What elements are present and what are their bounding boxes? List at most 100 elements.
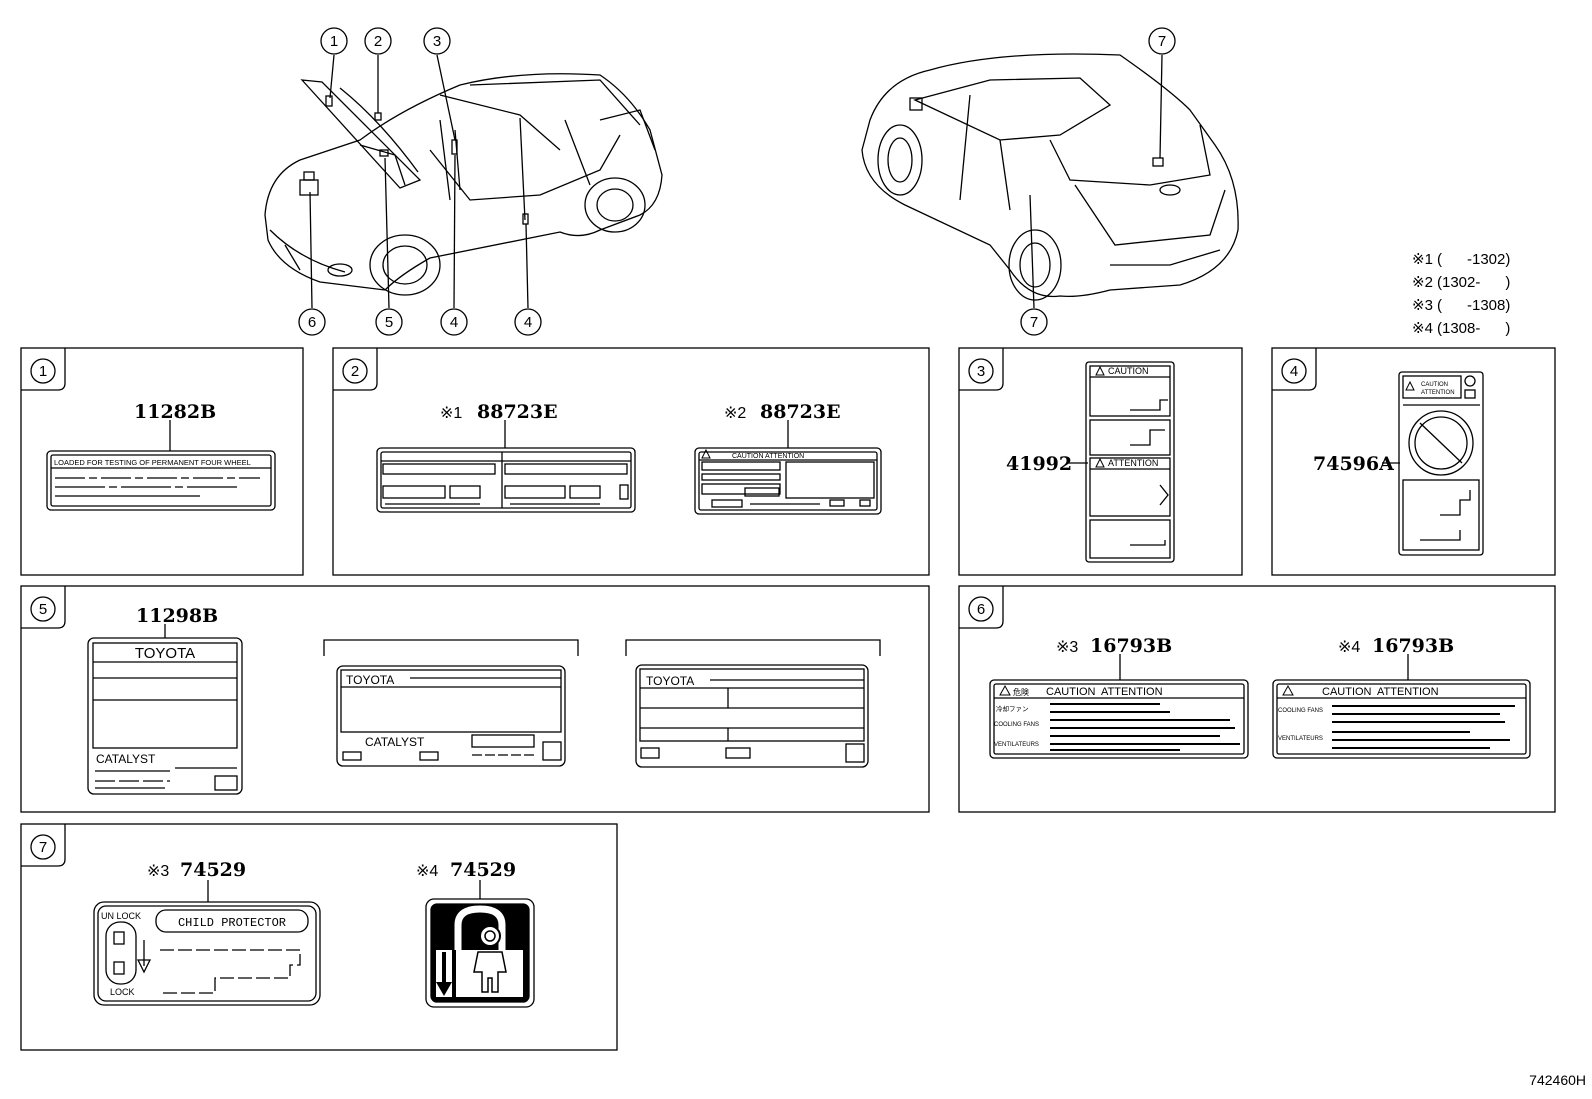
- mark-74529-b: ※4: [416, 863, 438, 880]
- panel-6-number: 6: [977, 601, 985, 618]
- panel-6-frame: [958, 585, 1556, 813]
- label-74596A-attention: ATTENTION: [1421, 390, 1455, 396]
- mark-88723E-a: ※1: [440, 405, 462, 422]
- part-74529-b: 74529: [450, 859, 516, 881]
- panel-tabs: [21, 348, 1317, 867]
- panel-2-frame: [332, 347, 930, 576]
- mark-16793B-a: ※3: [1056, 639, 1078, 656]
- label-toyota-variant-b: [323, 639, 579, 767]
- part-numbers: 11282B ※1 88723E ※2 88723E 41992 74596A …: [134, 401, 1454, 881]
- panel-7-frame: [20, 823, 618, 1051]
- date-legend: ※1 ( -1302) ※2 (1302- ) ※3 ( -1308) ※4 (…: [1412, 251, 1510, 337]
- part-11298B: 11298B: [136, 605, 218, 627]
- part-74596A: 74596A: [1313, 453, 1394, 475]
- label-74596A: [1382, 371, 1484, 556]
- label-16793B-b-fans: COOLING FANS: [1278, 708, 1323, 714]
- label-88723E-b-text: CAUTION ATTENTION: [732, 453, 804, 460]
- label-74529-child-text: CHILD PROTECTOR: [178, 916, 286, 930]
- front-car-illustration: [264, 73, 663, 296]
- label-toyota-b-catalyst: CATALYST: [365, 735, 425, 749]
- front-car-leaders: [309, 54, 529, 309]
- callout-7-bottom: 7: [1030, 314, 1038, 331]
- panel-1-number: 1: [39, 363, 47, 380]
- label-11298B-catalyst: CATALYST: [96, 752, 156, 766]
- label-41992: [1068, 361, 1175, 563]
- callout-5: 5: [385, 314, 393, 331]
- label-74529-icon: [425, 880, 535, 1008]
- part-16793B-a: 16793B: [1090, 635, 1172, 657]
- rear-car-illustration: [861, 53, 1239, 301]
- label-11282B: [46, 420, 276, 511]
- callout-4a: 4: [450, 314, 458, 331]
- top-callout-numbers: 1 2 3 7 6 5 4 4 7: [308, 33, 1166, 331]
- warning-triangle-icon: [1282, 684, 1294, 696]
- label-88723E-a: [376, 420, 636, 513]
- rear-car-leaders: [1029, 54, 1163, 309]
- callout-7-top: 7: [1158, 33, 1166, 50]
- legend-mark-1: ※1: [1412, 251, 1433, 268]
- label-74596A-caution: CAUTION: [1421, 382, 1448, 388]
- legend-mark-4: ※4: [1412, 320, 1433, 337]
- label-16793B-b-header: CAUTION ATTENTION: [1322, 686, 1439, 698]
- panel-1-frame: [20, 347, 304, 576]
- label-toyota-b-brand: TOYOTA: [346, 673, 394, 687]
- warning-triangle-icon: [1095, 365, 1105, 376]
- label-16793B-a-jp-fan: 冷却ファン: [996, 704, 1029, 713]
- top-callouts: [298, 27, 1176, 336]
- label-16793B-a-vent: VENTILATEURS: [994, 742, 1039, 748]
- legend-mark-2: ※2: [1412, 274, 1433, 291]
- panel-numbers: 1 2 3 4 5 6 7: [39, 363, 1298, 856]
- panel-7-number: 7: [39, 839, 47, 856]
- panel-4-frame: [1271, 347, 1556, 576]
- callout-6: 6: [308, 314, 316, 331]
- legend-range-4: (1308- ): [1437, 320, 1510, 337]
- legend-range-2: (1302- ): [1437, 274, 1510, 291]
- legend-range-1: ( -1302): [1437, 251, 1510, 268]
- label-74529-unlock: UN LOCK: [101, 911, 141, 921]
- panel-4-number: 4: [1290, 363, 1298, 380]
- label-toyota-c-brand: TOYOTA: [646, 674, 694, 688]
- label-74529-child-protector: [93, 880, 321, 1006]
- label-41992-attention: ATTENTION: [1108, 458, 1158, 468]
- callout-4b: 4: [524, 314, 532, 331]
- mark-88723E-b: ※2: [724, 405, 746, 422]
- panel-2-number: 2: [351, 363, 359, 380]
- callout-3: 3: [433, 33, 441, 50]
- warning-triangle-icon: [1095, 457, 1105, 468]
- part-41992: 41992: [1006, 453, 1072, 475]
- legend-range-3: ( -1308): [1437, 297, 1510, 314]
- label-16793B-a-jp: 危険: [1013, 687, 1029, 697]
- part-16793B-b: 16793B: [1372, 635, 1454, 657]
- part-88723E-b: 88723E: [760, 401, 841, 423]
- figure-id: 742460H: [1529, 1072, 1586, 1088]
- label-88723E-b: [694, 420, 882, 515]
- part-74529-a: 74529: [180, 859, 246, 881]
- label-74529-lock: LOCK: [110, 987, 135, 997]
- warning-triangle-icon: [1405, 380, 1415, 391]
- part-11282B: 11282B: [134, 401, 216, 423]
- panel-3-number: 3: [977, 363, 985, 380]
- label-11282B-text: LOADED FOR TESTING OF PERMANENT FOUR WHE…: [54, 458, 251, 467]
- panel-5-number: 5: [39, 601, 47, 618]
- mark-74529-a: ※3: [147, 863, 169, 880]
- callout-2: 2: [374, 33, 382, 50]
- warning-triangle-icon: [701, 448, 711, 459]
- label-texts: LOADED FOR TESTING OF PERMANENT FOUR WHE…: [54, 366, 1455, 997]
- label-16793B-b-vent: VENTILATEURS: [1278, 736, 1323, 742]
- legend-mark-3: ※3: [1412, 297, 1433, 314]
- warning-triangle-icons: [701, 365, 1415, 696]
- label-16793B-b: [1272, 654, 1531, 759]
- label-11298B: [87, 624, 243, 795]
- mark-16793B-b: ※4: [1338, 639, 1360, 656]
- label-16793B-a-header: CAUTION ATTENTION: [1046, 686, 1163, 698]
- label-16793B-a: [989, 654, 1249, 759]
- callout-1: 1: [330, 33, 338, 50]
- label-16793B-a-fans: COOLING FANS: [994, 722, 1039, 728]
- label-11298B-brand: TOYOTA: [135, 645, 195, 662]
- label-41992-caution: CAUTION: [1108, 366, 1149, 376]
- warning-triangle-icon: [999, 684, 1011, 696]
- panel-5-frame: [20, 585, 930, 813]
- panel-3-frame: [958, 347, 1243, 576]
- label-toyota-variant-c: [625, 639, 881, 768]
